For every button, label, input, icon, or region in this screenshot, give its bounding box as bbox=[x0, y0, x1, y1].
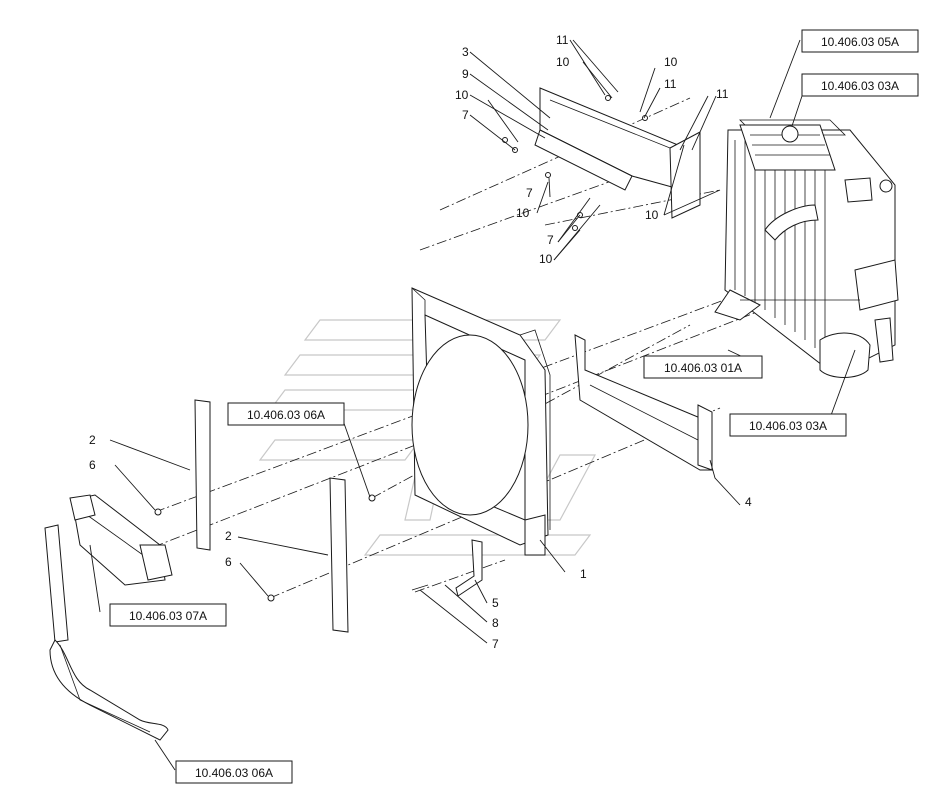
callout-7: 7 bbox=[547, 233, 554, 247]
callout-7: 7 bbox=[526, 186, 533, 200]
reference-box-05a[interactable]: 10.406.03 05A bbox=[801, 29, 919, 53]
reference-box-07a[interactable]: 10.406.03 07A bbox=[109, 603, 227, 627]
reference-label-03a-bottom: 10.406.03 03A bbox=[749, 419, 827, 433]
reference-label-01a: 10.406.03 01A bbox=[664, 361, 742, 375]
reference-box-06a-middle[interactable]: 10.406.03 06A bbox=[227, 402, 345, 426]
callout-4: 4 bbox=[745, 495, 752, 509]
reference-label-06a-middle: 10.406.03 06A bbox=[247, 408, 325, 422]
vertical-strip-right bbox=[329, 477, 349, 633]
reference-label-06a-bottom: 10.406.03 06A bbox=[195, 766, 273, 780]
side-bracket-plate bbox=[574, 334, 713, 471]
callout-11: 11 bbox=[664, 77, 677, 91]
radiator-assembly bbox=[714, 119, 899, 378]
reference-box-06a-bottom[interactable]: 10.406.03 06A bbox=[175, 760, 293, 784]
callout-10: 10 bbox=[539, 252, 553, 266]
reference-label-07a: 10.406.03 07A bbox=[129, 609, 207, 623]
callout-7: 7 bbox=[462, 108, 469, 122]
hardware-dots bbox=[154, 494, 429, 602]
leader-lines bbox=[89, 39, 856, 771]
expansion-tank-assembly bbox=[44, 494, 173, 741]
callout-1: 1 bbox=[580, 567, 587, 581]
callout-10: 10 bbox=[516, 206, 530, 220]
vertical-strip-left bbox=[194, 399, 211, 551]
reference-box-03a-bottom[interactable]: 10.406.03 03A bbox=[729, 413, 847, 437]
reference-box-01a[interactable]: 10.406.03 01A bbox=[643, 355, 763, 379]
callout-numbers: 3 9 10 7 11 10 10 11 11 7 10 7 10 10 2 6… bbox=[89, 33, 752, 651]
callout-2: 2 bbox=[225, 529, 232, 543]
callout-6: 6 bbox=[225, 555, 232, 569]
reference-label-05a: 10.406.03 05A bbox=[821, 35, 899, 49]
upper-bracket-plates bbox=[534, 87, 701, 219]
callout-11: 11 bbox=[556, 33, 569, 47]
callout-3: 3 bbox=[462, 45, 469, 59]
callout-9: 9 bbox=[462, 67, 469, 81]
callout-8: 8 bbox=[492, 616, 499, 630]
callout-10: 10 bbox=[556, 55, 570, 69]
small-bracket bbox=[455, 539, 483, 597]
callout-6: 6 bbox=[89, 458, 96, 472]
callout-11: 11 bbox=[716, 87, 729, 101]
fan-shroud bbox=[411, 287, 551, 556]
callout-2: 2 bbox=[89, 433, 96, 447]
callout-10: 10 bbox=[645, 208, 659, 222]
callout-5: 5 bbox=[492, 596, 499, 610]
callout-7: 7 bbox=[492, 637, 499, 651]
callout-10: 10 bbox=[664, 55, 678, 69]
reference-label-03a-top: 10.406.03 03A bbox=[821, 79, 899, 93]
reference-box-03a-top[interactable]: 10.406.03 03A bbox=[801, 73, 919, 97]
callout-10: 10 bbox=[455, 88, 469, 102]
